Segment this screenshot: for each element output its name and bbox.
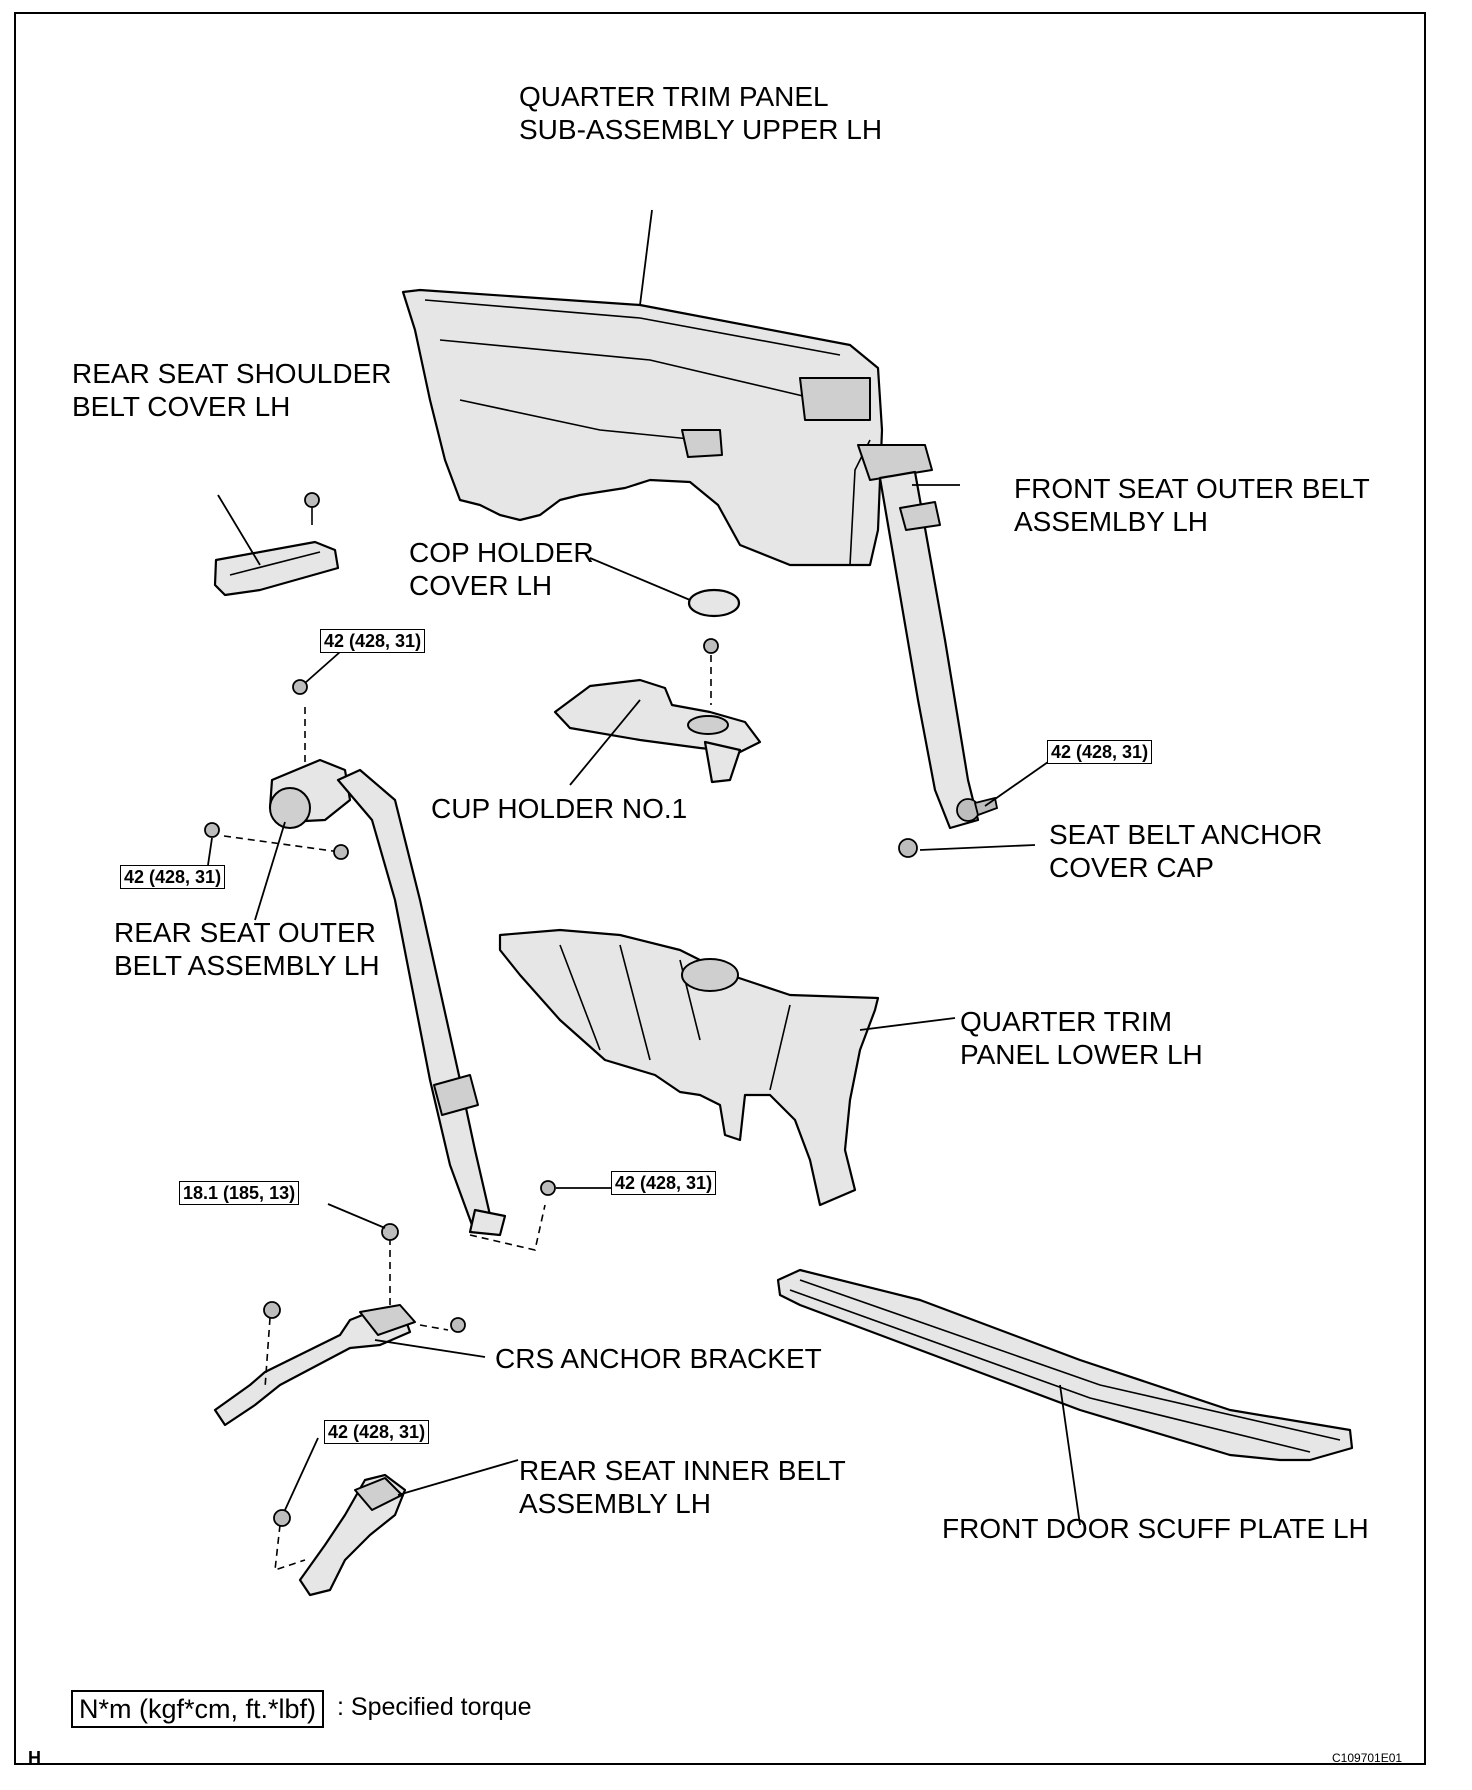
quarter-trim-panel-lower-shape	[498, 928, 880, 1207]
corner-letter: H	[28, 1748, 41, 1768]
rear-seat-outer-belt-shape	[204, 679, 556, 1251]
label-front-door-scuff-plate: FRONT DOOR SCUFF PLATE LH	[942, 1513, 1369, 1544]
rear-seat-shoulder-belt-cover-shape	[213, 492, 340, 597]
leader-lines	[207, 209, 1081, 1526]
cup-holder-shape	[553, 588, 762, 784]
quarter-trim-panel-upper-shape	[401, 288, 884, 567]
label-rear-seat-shoulder-belt-cover: REAR SEAT SHOULDER BELT COVER LH	[72, 358, 392, 422]
figure-code: C109701E01	[1332, 1751, 1403, 1765]
diagram-frame	[14, 12, 1426, 1765]
torque-box: 42 (428, 31)	[1047, 740, 1153, 764]
front-door-scuff-plate-shape	[776, 1268, 1354, 1462]
legend-torque-unit-box: N*m (kgf*cm, ft.*lbf)	[71, 1690, 325, 1728]
torque-box: 42 (428, 31)	[611, 1171, 717, 1195]
label-seat-belt-anchor-cover-cap: SEAT BELT ANCHOR COVER CAP	[1049, 819, 1323, 883]
legend-specified-torque-text: : Specified torque	[337, 1693, 532, 1721]
label-rear-seat-outer-belt: REAR SEAT OUTER BELT ASSEMBLY LH	[114, 917, 380, 981]
torque-box: 18.1 (185, 13)	[179, 1181, 300, 1205]
torque-box: 42 (428, 31)	[320, 629, 426, 653]
rear-seat-inner-belt-shape	[273, 1473, 407, 1597]
label-front-seat-outer-belt: FRONT SEAT OUTER BELT ASSEMLBY LH	[1014, 473, 1370, 537]
label-cop-holder-cover: COP HOLDER COVER LH	[409, 537, 594, 601]
torque-box: 42 (428, 31)	[324, 1420, 430, 1444]
label-crs-anchor-bracket: CRS ANCHOR BRACKET	[495, 1343, 822, 1374]
label-quarter-trim-panel-lower: QUARTER TRIM PANEL LOWER LH	[960, 1006, 1203, 1070]
label-quarter-trim-panel-upper: QUARTER TRIM PANEL SUB-ASSEMBLY UPPER LH	[519, 81, 883, 145]
torque-box: 42 (428, 31)	[120, 865, 226, 889]
label-rear-seat-inner-belt: REAR SEAT INNER BELT ASSEMBLY LH	[519, 1455, 846, 1519]
crs-anchor-bracket-shape	[213, 1223, 466, 1427]
label-cup-holder: CUP HOLDER NO.1	[431, 793, 688, 824]
